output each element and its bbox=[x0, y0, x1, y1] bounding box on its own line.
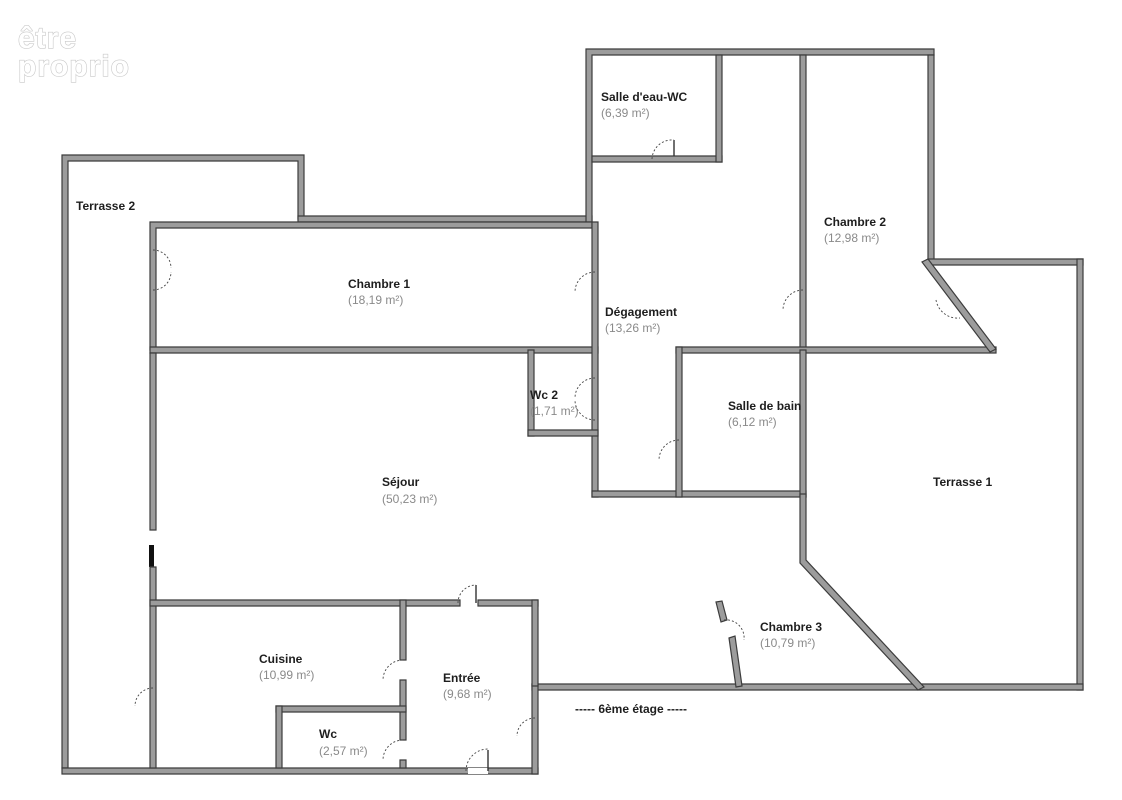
room-area: (6,39 m²) bbox=[601, 106, 650, 120]
room-chambre-3: Chambre 3 (10,79 m²) bbox=[760, 620, 822, 650]
interior-walls bbox=[149, 54, 997, 774]
room-area: (2,57 m²) bbox=[319, 744, 368, 758]
door-cuisine-terrasse bbox=[134, 687, 154, 707]
room-terrasse-2: Terrasse 2 bbox=[76, 199, 135, 213]
room-name: Entrée bbox=[443, 671, 481, 685]
door-chambre2-terrasse bbox=[935, 299, 961, 319]
door-salle-eau bbox=[651, 139, 675, 160]
room-area: (12,98 m²) bbox=[824, 231, 879, 245]
door-entree bbox=[516, 717, 536, 737]
room-area: (1,71 m²) bbox=[530, 404, 579, 418]
door-entree-main bbox=[465, 748, 489, 772]
door-chambre1-terrasse bbox=[152, 249, 172, 291]
room-salle-de-bain: Salle de bain (6,12 m²) bbox=[728, 399, 801, 429]
room-entree: Entrée (9,68 m²) bbox=[443, 671, 492, 701]
room-name: Chambre 1 bbox=[348, 277, 410, 291]
room-area: (10,79 m²) bbox=[760, 636, 815, 650]
room-area: (13,26 m²) bbox=[605, 321, 660, 335]
room-area: (18,19 m²) bbox=[348, 293, 403, 307]
room-labels: Salle d'eau-WC (6,39 m²) Terrasse 2 Cham… bbox=[76, 90, 992, 758]
room-area: (50,23 m²) bbox=[382, 492, 437, 506]
room-salle-eau-wc: Salle d'eau-WC (6,39 m²) bbox=[601, 90, 688, 120]
floor-label: ----- 6ème étage ----- bbox=[575, 702, 687, 716]
room-name: Cuisine bbox=[259, 652, 303, 666]
doors bbox=[134, 139, 961, 772]
door-chambre1 bbox=[574, 271, 596, 293]
room-area: (9,68 m²) bbox=[443, 687, 492, 701]
door-salle-bain bbox=[658, 439, 680, 461]
room-name: Terrasse 2 bbox=[76, 199, 135, 213]
outer-walls bbox=[61, 48, 1084, 775]
door-chambre3 bbox=[723, 619, 745, 641]
logo: être proprio bbox=[17, 21, 130, 83]
room-name: Wc 2 bbox=[530, 388, 558, 402]
logo-line-2: proprio bbox=[18, 50, 130, 83]
room-name: Salle d'eau-WC bbox=[601, 90, 688, 104]
door-sejour bbox=[457, 584, 477, 604]
door-wc bbox=[382, 739, 404, 761]
room-cuisine: Cuisine (10,99 m²) bbox=[259, 652, 314, 682]
room-name: Salle de bain bbox=[728, 399, 801, 413]
room-name: Terrasse 1 bbox=[933, 475, 992, 489]
door-cuisine bbox=[382, 659, 404, 681]
room-chambre-2: Chambre 2 (12,98 m²) bbox=[824, 215, 886, 245]
room-area: (10,99 m²) bbox=[259, 668, 314, 682]
door-wc2 bbox=[574, 377, 596, 421]
room-name: Dégagement bbox=[605, 305, 677, 319]
room-sejour: Séjour (50,23 m²) bbox=[382, 475, 437, 506]
room-name: Wc bbox=[319, 727, 337, 741]
room-name: Séjour bbox=[382, 475, 420, 489]
room-name: Chambre 2 bbox=[824, 215, 886, 229]
room-area: (6,12 m²) bbox=[728, 415, 777, 429]
room-wc: Wc (2,57 m²) bbox=[319, 727, 368, 758]
room-degagement: Dégagement (13,26 m²) bbox=[605, 305, 677, 335]
room-terrasse-1: Terrasse 1 bbox=[933, 475, 992, 489]
room-wc-2: Wc 2 (1,71 m²) bbox=[530, 388, 579, 418]
door-chambre2 bbox=[782, 289, 804, 311]
room-chambre-1: Chambre 1 (18,19 m²) bbox=[348, 277, 410, 307]
logo-line-1: être bbox=[18, 22, 77, 55]
room-name: Chambre 3 bbox=[760, 620, 822, 634]
